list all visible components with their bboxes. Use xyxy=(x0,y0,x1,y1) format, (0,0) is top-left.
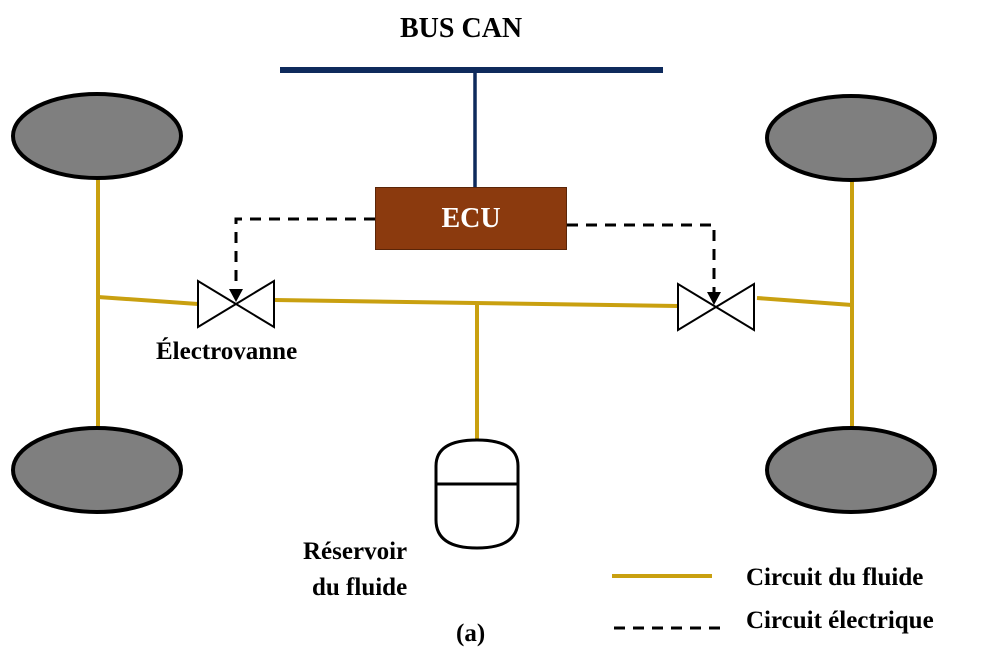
right-valve-icon xyxy=(677,282,755,332)
left-control-arrow-icon xyxy=(229,289,243,302)
left-valve-icon xyxy=(197,279,275,329)
fluid-circuit xyxy=(96,178,854,440)
wheel-front-right xyxy=(765,94,937,182)
electric-circuit xyxy=(234,217,716,295)
valve-label: Électrovanne xyxy=(156,338,298,365)
ecu-block: ECU xyxy=(375,187,567,250)
right-control-wire xyxy=(567,223,716,295)
left-control-wire xyxy=(234,217,375,292)
reservoir-label-line2: du fluide xyxy=(312,574,408,601)
right-control-arrow-icon xyxy=(707,292,721,305)
reservoir-label-line1: Réservoir xyxy=(303,538,408,565)
reservoir-icon xyxy=(434,438,520,550)
wheel-rear-left xyxy=(11,426,183,514)
left-fluid-branch xyxy=(97,295,199,306)
wheel-rear-right xyxy=(765,426,937,514)
right-fluid-branch xyxy=(756,296,853,307)
legend-electric-label: Circuit électrique xyxy=(746,607,934,634)
diagram-title: BUS CAN xyxy=(400,13,523,44)
legend-fluid-label: Circuit du fluide xyxy=(746,564,924,591)
wheel-front-left xyxy=(11,92,183,180)
diagram-caption: (a) xyxy=(456,620,486,647)
